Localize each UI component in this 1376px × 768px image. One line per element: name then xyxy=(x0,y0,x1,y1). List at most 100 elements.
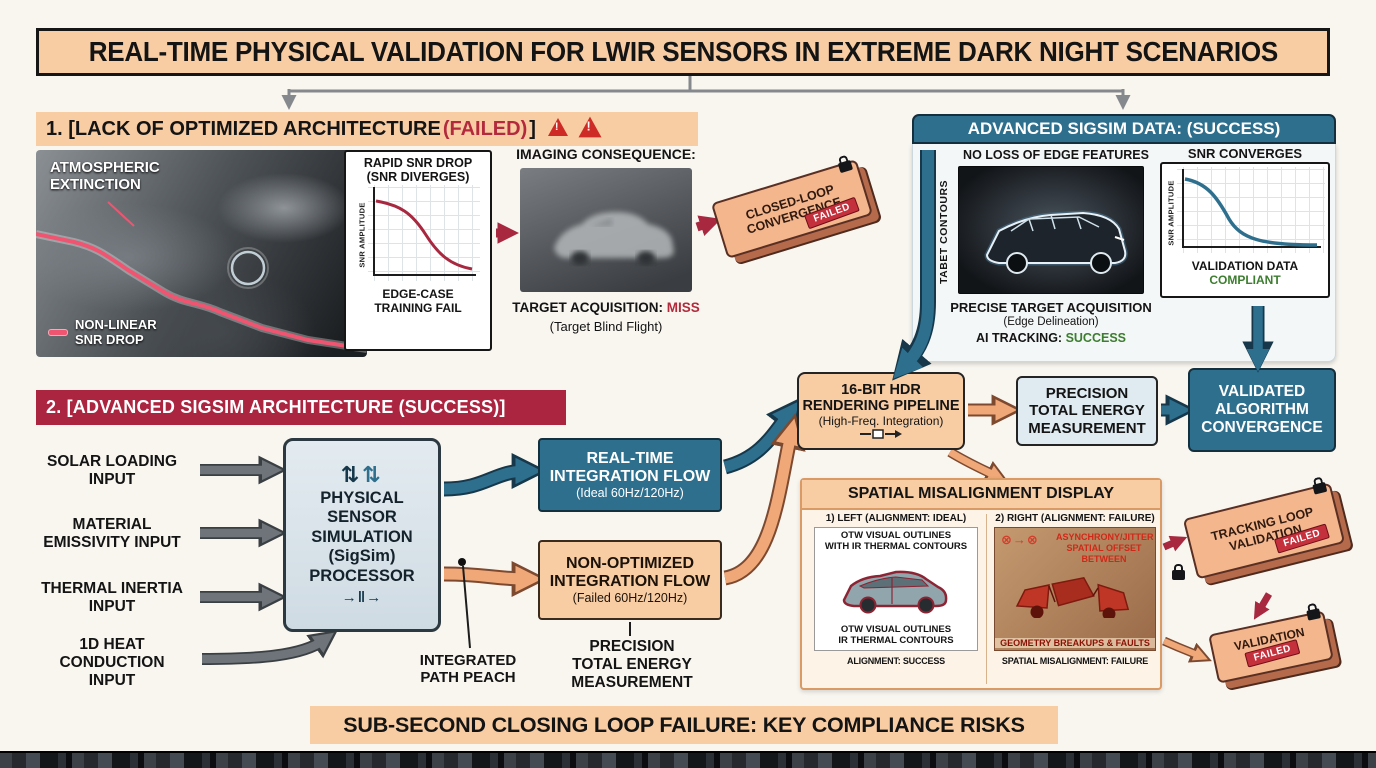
nonoptimized-integration-flow-box: NON-OPTIMIZED INTEGRATION FLOW (Failed 6… xyxy=(538,540,722,620)
arrow-tracking-to-validation-chip xyxy=(1253,592,1273,620)
validated-convergence-box: VALIDATED ALGORITHM CONVERGENCE xyxy=(1188,368,1336,452)
misalignment-cross-icons: ⊗→⊗ xyxy=(1001,532,1039,548)
chart-caption: EDGE-CASE TRAINING FAIL xyxy=(374,286,462,315)
column-divider xyxy=(986,514,987,684)
cross-circle-icon: ⊗ xyxy=(1001,532,1013,547)
legend-label: NON-LINEAR SNR DROP xyxy=(75,317,157,347)
lock-icon xyxy=(1172,564,1185,580)
arrow-realtime-to-hdr xyxy=(723,401,799,473)
snr-divergence-chart: RAPID SNR DROP (SNR DIVERGES) SNR AMPLIT… xyxy=(344,150,492,351)
section1-header-close: ] xyxy=(529,117,536,140)
tracking-loop-validation-chip: TRACKING LOOP VALIDATION FAILED xyxy=(1182,481,1346,580)
aligned-view-box: OTW VISUAL OUTLINES WITH IR THERMAL CONT… xyxy=(814,527,978,651)
arrow-spatial-to-validation-chip xyxy=(1162,638,1208,661)
snr-converges-title: SNR CONVERGES xyxy=(1187,146,1303,161)
integrated-path-leader xyxy=(458,558,471,649)
chart-title: RAPID SNR DROP (SNR DIVERGES) xyxy=(363,156,473,185)
lock-icon xyxy=(837,159,854,174)
arrow-nonopt-to-hdr xyxy=(723,418,802,584)
chart-plot-area: SNR AMPLITUDE xyxy=(358,184,480,286)
lock-icon xyxy=(1312,481,1328,495)
title-branch-connector xyxy=(281,76,1131,110)
chart-plot xyxy=(368,184,480,281)
integrated-path-label: INTEGRATED PATH PEACH xyxy=(419,652,517,687)
pipe-flow-icon: →‖→ xyxy=(341,589,383,607)
sigsim-processor-box: ⇅⇅ PHYSICAL SENSOR SIMULATION (SigSim) P… xyxy=(283,438,441,632)
y-axis-label: SNR AMPLITUDE xyxy=(357,202,367,268)
success-flag: SUCCESS xyxy=(1065,331,1126,345)
geometry-faults-label: GEOMETRY BREAKUPS & FAULTS xyxy=(995,638,1155,648)
left-column-label: 1) LEFT (ALIGNMENT: IDEAL) xyxy=(825,513,967,524)
alignment-ideal-column: 1) LEFT (ALIGNMENT: IDEAL) OTW VISUAL OU… xyxy=(811,513,981,666)
atmospheric-extinction-label: ATMOSPHERIC EXTINCTION xyxy=(50,159,160,193)
aligned-bottom-caption: OTW VISUAL OUTLINES IR THERMAL CONTOURS xyxy=(838,624,954,647)
precise-acquisition-label: PRECISE TARGET ACQUISITION xyxy=(950,300,1152,315)
legend-swatch xyxy=(48,329,68,337)
right-column-label: 2) RIGHT (ALIGNMENT: FAILURE) xyxy=(995,513,1155,524)
misalignment-status: SPATIAL MISALIGNMENT: FAILURE xyxy=(1001,656,1149,666)
cross-circle-icon: ⊗ xyxy=(1026,532,1039,547)
page-title: REAL-TIME PHYSICAL VALIDATION FOR LWIR S… xyxy=(88,36,1278,67)
section1-header-text: 1. [LACK OF OPTIMIZED ARCHITECTURE xyxy=(46,117,441,140)
section1-header: 1. [LACK OF OPTIMIZED ARCHITECTURE (FAIL… xyxy=(36,112,698,146)
snr-diverge-curve xyxy=(375,199,473,271)
aligned-car-image xyxy=(842,570,948,614)
chart-plot-area: SNR AMPLITUDE xyxy=(1167,167,1325,258)
section2-header: 2. [ADVANCED SIGSIM ARCHITECTURE (SUCCES… xyxy=(36,390,566,425)
spatial-panel-header: SPATIAL MISALIGNMENT DISPLAY xyxy=(802,480,1160,510)
misaligned-view-box: ⊗→⊗ ASYNCHRONY/JITTER SPATIAL OFFSET BET… xyxy=(994,527,1156,651)
validation-chip: VALIDATION FAILED xyxy=(1208,608,1334,684)
compliant-flag: COMPLIANT xyxy=(1209,273,1281,287)
offset-arrow-icon: → xyxy=(1012,532,1027,547)
closed-loop-convergence-chip: CLOSED-LOOP CONVERGENCE FAILED xyxy=(710,159,874,259)
nonlinear-snr-curve xyxy=(36,232,367,351)
alignment-status: ALIGNMENT: SUCCESS xyxy=(847,656,945,666)
blurred-target-image xyxy=(520,168,692,292)
snr-drop-legend: NON-LINEAR SNR DROP xyxy=(48,318,157,347)
warning-icon: ! xyxy=(547,118,568,136)
arrow-hdr-to-spatial xyxy=(948,449,1006,481)
zoom-circle xyxy=(230,250,266,286)
car-wireframe xyxy=(984,210,1128,274)
main-title-banner: REAL-TIME PHYSICAL VALIDATION FOR LWIR S… xyxy=(36,28,1330,76)
edge-features-label: NO LOSS OF EDGE FEATURES xyxy=(963,148,1149,162)
edge-feature-car-image xyxy=(958,166,1144,294)
atmospheric-extinction-panel: ATMOSPHERIC EXTINCTION NON-LINEAR SNR DR… xyxy=(36,150,367,357)
arrow-processor-to-realtime xyxy=(443,457,542,495)
blurred-car-silhouette xyxy=(554,212,674,265)
miss-flag: MISS xyxy=(666,300,700,315)
ai-tracking-label: AI TRACKING: SUCCESS xyxy=(975,331,1126,345)
extinction-leader-line xyxy=(107,201,135,227)
snr-converge-curve xyxy=(1184,177,1318,247)
arrow-processor-to-nonopt xyxy=(443,565,542,593)
footer-banner: SUB-SECOND CLOSING LOOP FAILURE: KEY COM… xyxy=(310,706,1058,744)
edge-delineation-label: (Edge Delineation) xyxy=(1003,316,1099,328)
arrow-spatial-to-tracking-chip xyxy=(1162,535,1188,552)
film-strip xyxy=(0,751,1376,768)
section1-failed-flag: (FAILED) xyxy=(442,117,528,140)
target-acquisition-caption: TARGET ACQUISITION: MISS xyxy=(512,300,700,315)
validation-data-caption: VALIDATION DATA xyxy=(1191,259,1299,273)
aligned-top-caption: OTW VISUAL OUTLINES WITH IR THERMAL CONT… xyxy=(824,530,968,552)
broken-car-image xyxy=(1015,576,1130,618)
chart-plot xyxy=(1177,167,1325,253)
arrow-image-to-chip xyxy=(695,215,722,236)
precision-measurement-box: PRECISION TOTAL ENERGY MEASUREMENT xyxy=(1016,376,1158,446)
warning-icon: ! xyxy=(578,116,602,138)
spatial-misalignment-panel: SPATIAL MISALIGNMENT DISPLAY 1) LEFT (AL… xyxy=(800,478,1162,690)
integrator-icon xyxy=(860,429,902,439)
realtime-integration-flow-box: REAL-TIME INTEGRATION FLOW (Ideal 60Hz/1… xyxy=(538,438,722,512)
snr-converges-chart: SNR AMPLITUDE VALIDATION DATA COMPLIANT xyxy=(1160,162,1330,298)
alignment-failure-column: 2) RIGHT (ALIGNMENT: FAILURE) ⊗→⊗ ASYNCH… xyxy=(994,513,1156,666)
jitter-label: ASYNCHRONY/JITTER SPATIAL OFFSET BETWEEN xyxy=(1056,532,1154,564)
imaging-consequence-heading: IMAGING CONSEQUENCE: xyxy=(516,146,696,162)
sigsim-data-header: ADVANCED SIGSIM DATA: (SUCCESS) xyxy=(912,114,1336,144)
target-sub-caption: (Target Blind Flight) xyxy=(549,319,663,334)
lock-icon xyxy=(1306,608,1322,621)
hdr-rendering-pipeline-box: 16-BIT HDR RENDERING PIPELINE (High-Freq… xyxy=(797,372,965,450)
